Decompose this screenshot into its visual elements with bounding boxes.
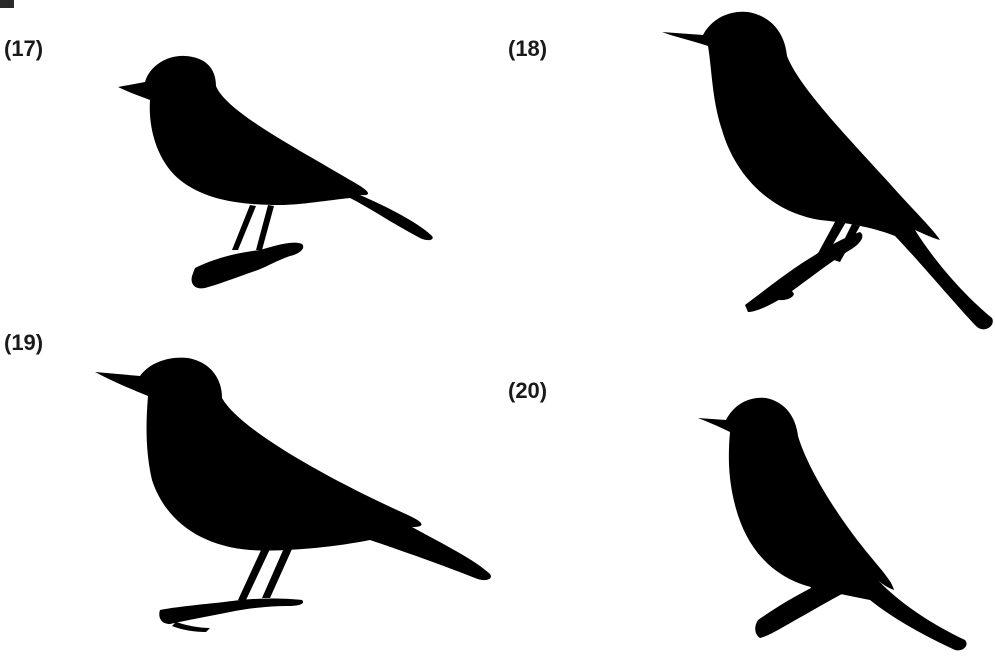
bird-18-silhouette-icon [662,11,993,330]
item-19-label: (19) [4,330,44,355]
bird-17-silhouette-icon [118,55,433,289]
item-17-label: (17) [4,36,44,61]
bird-19-silhouette-icon [95,357,491,632]
corner-mark [0,0,14,8]
item-18-label: (18) [508,36,548,61]
item-20-label: (20) [508,378,548,403]
bird-20-silhouette-icon [698,397,967,651]
